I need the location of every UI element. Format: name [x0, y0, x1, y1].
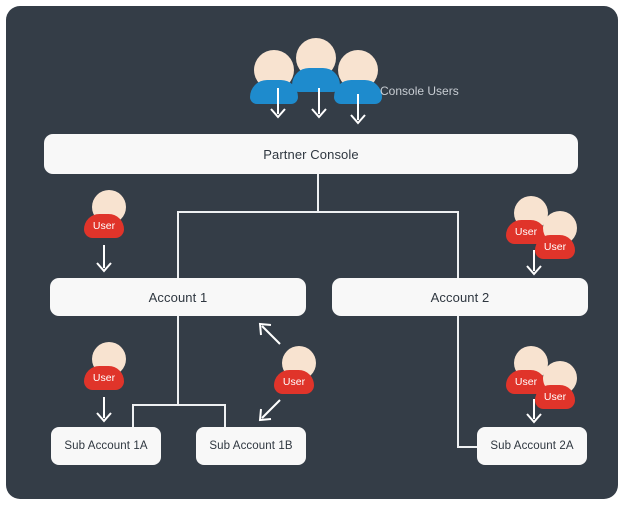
arrow-user-to-account-1-diagonal	[258, 322, 281, 345]
connector-to-account-2	[457, 211, 459, 279]
user-badge: User	[535, 385, 575, 409]
arrow-user-to-sub-account-1b-diagonal	[258, 399, 281, 422]
connector-to-sub-account-1b	[224, 404, 226, 428]
connector-partner-console-stem	[317, 174, 319, 212]
node-sub-account-1a[interactable]: Sub Account 1A	[51, 427, 161, 465]
arrow-users-to-sub-account-2a	[526, 399, 542, 424]
connector-to-sub-account-1a	[132, 404, 134, 428]
user-badge: User	[274, 370, 314, 394]
user-badge: User	[84, 214, 124, 238]
user-badge: User	[84, 366, 124, 390]
node-sub-account-2a[interactable]: Sub Account 2A	[477, 427, 587, 465]
console-user-right	[334, 42, 382, 104]
user-token-account-1: User	[84, 190, 132, 238]
arrow-users-to-account-2	[526, 250, 542, 276]
connector-account-1-stem	[177, 316, 179, 405]
connector-to-account-1	[177, 211, 179, 279]
arrow-console-user-right-down	[350, 94, 366, 125]
console-user-left	[250, 42, 298, 104]
user-token-account-2-back: User	[506, 196, 554, 244]
user-token-sub-account-1a: User	[84, 342, 132, 390]
arrow-console-user-left-down	[270, 88, 286, 119]
console-user-center	[292, 30, 340, 92]
connector-account-2-stem	[457, 316, 459, 447]
arrow-user-to-sub-account-1a	[96, 397, 112, 423]
console-users-label: Console Users	[380, 84, 459, 98]
node-account-2[interactable]: Account 2	[332, 278, 588, 316]
user-token-account-2-front: User	[535, 211, 583, 259]
node-sub-account-1b[interactable]: Sub Account 1B	[196, 427, 306, 465]
node-partner-console[interactable]: Partner Console	[44, 134, 578, 174]
user-token-sub-account-2a-front: User	[535, 361, 583, 409]
user-token-sub-account-1b: User	[274, 346, 322, 394]
console-user-body-icon	[292, 68, 340, 92]
user-badge: User	[535, 235, 575, 259]
connector-sub-accounts-bar	[132, 404, 226, 406]
diagram-board: Console Users Partner Console User	[6, 6, 618, 499]
node-account-1[interactable]: Account 1	[50, 278, 306, 316]
connector-to-sub-account-2a	[457, 446, 481, 448]
arrow-user-to-account-1	[96, 245, 112, 273]
connector-accounts-bar	[177, 211, 459, 213]
console-user-body-icon	[250, 80, 298, 104]
arrow-console-user-center-down	[311, 88, 327, 119]
